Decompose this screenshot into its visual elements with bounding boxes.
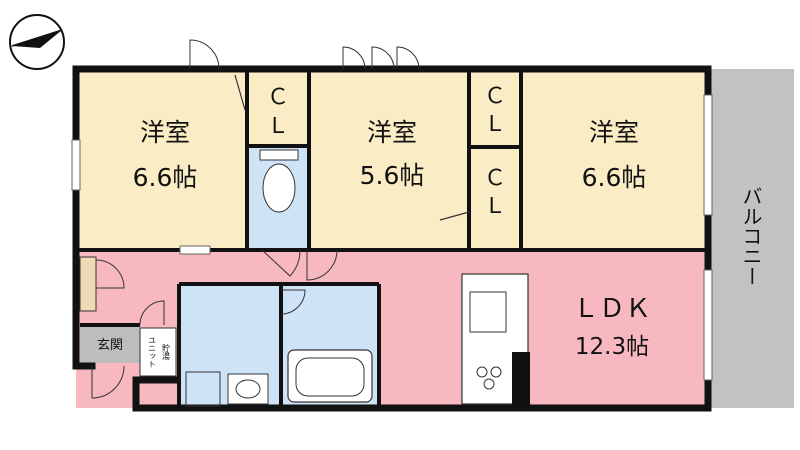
bathtub [287, 349, 373, 403]
western-room-right [521, 69, 708, 250]
entrance-area [80, 325, 140, 363]
water-heater-label-1: 貯湯 [162, 343, 171, 361]
windows [71, 94, 713, 381]
closet-1-label-l: Ｌ [267, 114, 289, 139]
toilet-fixture [259, 149, 299, 213]
water-heater-label-2: ユニット [148, 336, 157, 368]
entrance-label: 玄関 [97, 338, 123, 353]
western-room-center-name: 洋室 [367, 118, 417, 147]
western-room-left [76, 69, 247, 250]
western-room-center-size: 5.6帖 [360, 161, 425, 190]
ldk-size: 12.3帖 [575, 334, 649, 360]
water-heater-unit [139, 327, 177, 377]
balcony-label: バルコニー [739, 186, 763, 286]
western-room-right-name: 洋室 [589, 118, 639, 147]
western-room-left-name: 洋室 [140, 118, 190, 147]
closet-3-label-c: Ｃ [484, 166, 506, 191]
western-room-right-size: 6.6帖 [582, 163, 647, 192]
closet-1-label-c: Ｃ [267, 85, 289, 110]
closet-2-label-l: Ｌ [484, 112, 506, 137]
shoe-cabinet [79, 256, 97, 312]
closet-3-label-l: Ｌ [484, 194, 506, 219]
western-room-left-size: 6.6帖 [133, 163, 198, 192]
outer-walls [72, 65, 712, 412]
western-room-center [309, 69, 469, 250]
compass-icon [9, 14, 65, 70]
wash-basin [185, 371, 269, 407]
kitchen-counter [461, 273, 530, 406]
closet-2-label-c: Ｃ [484, 84, 506, 109]
closet-1 [247, 69, 309, 146]
closet-2 [469, 69, 521, 147]
ldk-name: ＬＤＫ [573, 294, 651, 324]
doors [91, 39, 470, 399]
balcony [708, 69, 794, 408]
closet-3 [469, 147, 521, 250]
